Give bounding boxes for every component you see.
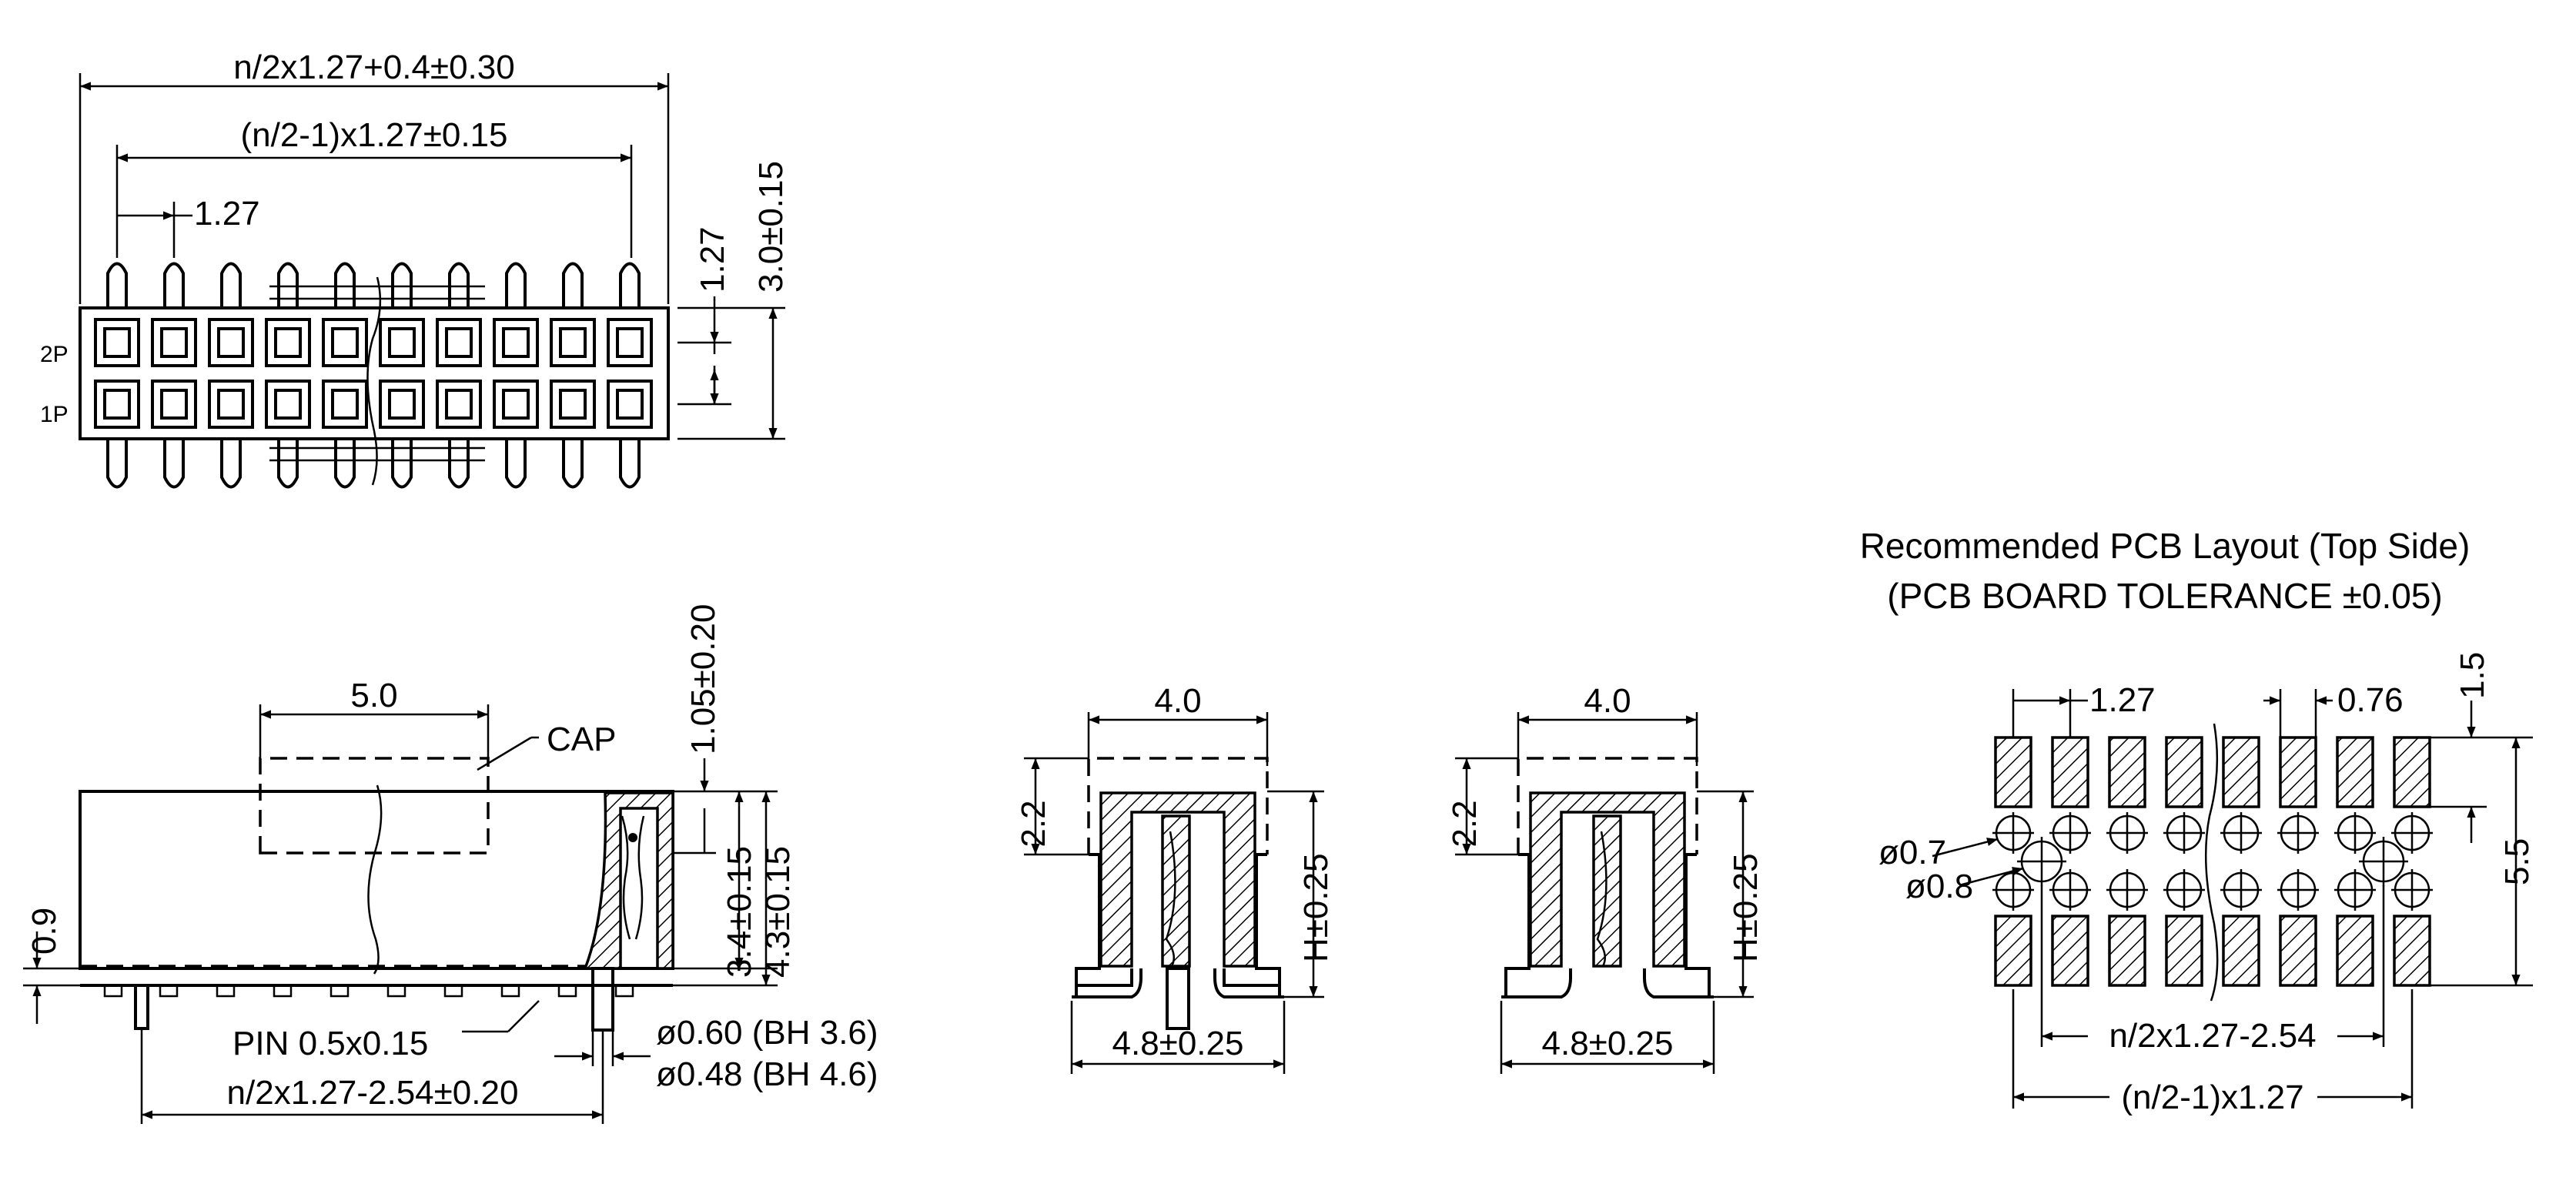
tail-span-label: n/2x1.27-2.54±0.20: [227, 1074, 519, 1112]
pitch-label: 1.27: [194, 195, 260, 232]
hidden-pin-lines: [269, 285, 485, 462]
pcb-break-line: [2204, 723, 2219, 1002]
contact-cavities: [94, 318, 653, 429]
pcb-pad-span-label: 5.5: [2498, 838, 2536, 885]
upper-pins: [106, 262, 641, 308]
cap-label: CAP: [547, 721, 616, 758]
cap-width-label: 5.0: [350, 677, 397, 714]
side-break-line: [367, 784, 383, 975]
pcb-pitch-label: 1.27: [2089, 681, 2156, 719]
top-view: n/2x1.27+0.4±0.30 (n/2-1)x1.27±0.15 1.27: [40, 48, 790, 489]
pcb-title-line2: (PCB BOARD TOLERANCE ±0.05): [1887, 576, 2442, 616]
lower-pins: [106, 439, 641, 489]
end2-housing: [1529, 791, 1686, 968]
pcb-outer-span-label: (n/2-1)x1.27: [2121, 1079, 2303, 1116]
pcb-hole-large-label: ø0.8: [1905, 868, 1973, 905]
connector-body: [79, 306, 670, 440]
height-a-label: 3.4±0.15: [721, 846, 758, 978]
end1-footprint-label: 4.8±0.25: [1112, 1025, 1244, 1062]
row-2p-label: 2P: [40, 342, 69, 367]
end2-cap-width-label: 4.0: [1584, 682, 1631, 720]
side-tail-pins: [80, 967, 673, 1032]
end-view-2: 4.0 2.2 H±0.25 4.8±0.25: [1446, 682, 1765, 1074]
pcb-layout: Recommended PCB Layout (Top Side) (PCB B…: [1860, 526, 2536, 1116]
end2-footprint-label: 4.8±0.25: [1542, 1025, 1674, 1062]
pcb-title-line1: Recommended PCB Layout (Top Side): [1860, 526, 2471, 566]
pcb-pad-length-label: 1.5: [2454, 652, 2491, 699]
end1-height-label: H±0.25: [1297, 853, 1335, 962]
end1-housing: [1099, 791, 1256, 968]
pcb-pad-width-label: 0.76: [2337, 681, 2404, 719]
cap-height-label: 1.05±0.20: [684, 604, 722, 754]
height-b-label: 4.3±0.15: [759, 846, 797, 978]
row-pitch-label: 1.27: [694, 226, 731, 293]
pcb-inner-span-label: n/2x1.27-2.54: [2109, 1017, 2316, 1055]
end2-cap-depth-label: 2.2: [1446, 800, 1484, 847]
end1-cap-depth-label: 2.2: [1015, 800, 1052, 847]
pin-diameter-1-label: ø0.60 (BH 3.6): [656, 1014, 878, 1052]
pin-span-label: (n/2-1)x1.27±0.15: [240, 116, 507, 154]
pcb-top-pads: [1994, 736, 2431, 808]
side-view: 5.0 CAP: [23, 604, 878, 1124]
end-view-1: 4.0 2.2 H±0.25 4.8±0.25: [1015, 682, 1335, 1074]
end2-cap-outline: [1517, 757, 1698, 855]
break-line: [366, 276, 382, 486]
pin-size-label: PIN 0.5x0.15: [233, 1025, 428, 1062]
standoff-label: 0.9: [25, 908, 63, 955]
row-1p-label: 1P: [40, 402, 69, 427]
end1-cap-outline: [1087, 757, 1269, 855]
pin-diameter-2-label: ø0.48 (BH 4.6): [656, 1055, 878, 1093]
pcb-hole-small-label: ø0.7: [1878, 834, 1946, 871]
overall-width-label: n/2x1.27+0.4±0.30: [233, 48, 514, 86]
pcb-bottom-pads: [1994, 915, 2431, 987]
end1-cap-width-label: 4.0: [1154, 682, 1201, 720]
body-height-label: 3.0±0.15: [752, 161, 790, 293]
side-end-wall: [583, 791, 674, 970]
pcb-holes: [1992, 812, 2433, 911]
end2-height-label: H±0.25: [1727, 853, 1765, 962]
cap-outline: [259, 757, 490, 855]
